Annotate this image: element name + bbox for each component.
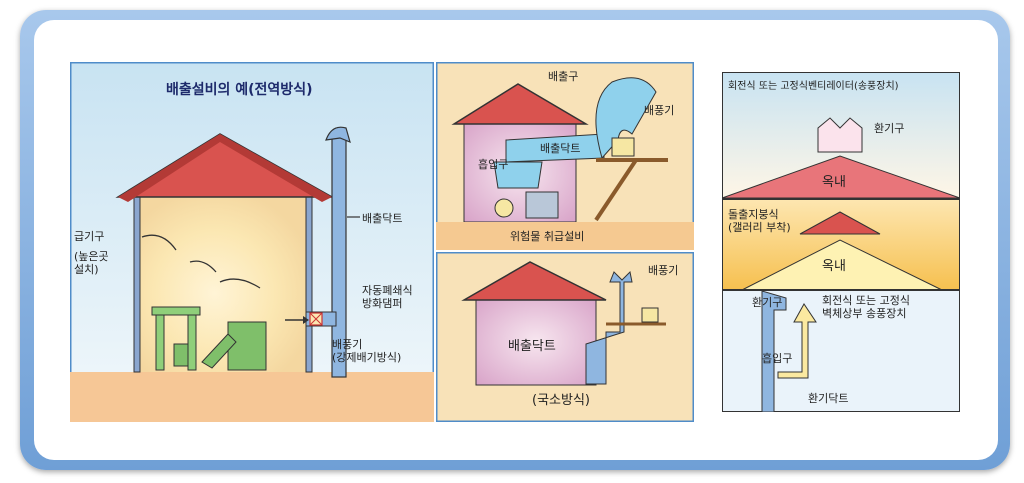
right-bottom-intake-label: 흡입구 xyxy=(762,352,793,365)
right-panels: 회전식 또는 고정식벤티레이터(송풍장치) 환기구 옥내 돌출지붕식 (갤러리 … xyxy=(721,71,961,413)
main-panel: 배출설비의 예(전역방식) 급기구 (높은곳 설치) 배출닥트 자동폐쇄식 방화… xyxy=(68,60,436,424)
right-illustration xyxy=(721,71,961,413)
right-top-indoor-label: 옥내 xyxy=(822,175,846,190)
facility-label: 위험물 취급설비 xyxy=(510,230,585,243)
right-bottom-duct-label: 환기닥트 xyxy=(808,392,849,405)
exhaust-duct-label: 배출닥트 xyxy=(362,212,403,225)
local-method-caption: (국소방식) xyxy=(532,393,590,408)
exhaust-fan-label: 배풍기 (강제배기방식) xyxy=(332,338,402,364)
main-illustration xyxy=(68,60,436,424)
upper-mid-illustration xyxy=(434,60,696,252)
right-top-vent-label: 환기구 xyxy=(874,122,905,135)
right-bottom-title: 회전식 또는 고정식 벽체상부 송풍장치 xyxy=(822,294,910,320)
lower-exhaust-fan-label: 배풍기 xyxy=(648,264,679,277)
intake-port-label: 흡입구 xyxy=(478,158,509,171)
main-panel-title: 배출설비의 예(전역방식) xyxy=(166,82,313,98)
fire-damper-label: 자동폐쇄식 방화댐퍼 xyxy=(362,284,413,310)
right-middle-indoor-label: 옥내 xyxy=(822,259,846,274)
upper-mid-panel: 배출구 배풍기 배출닥트 흡입구 위험물 취급설비 xyxy=(434,60,696,252)
upper-exhaust-port-label: 배출구 xyxy=(548,70,579,83)
supply-port-label: 급기구 xyxy=(74,230,105,243)
upper-exhaust-fan-label: 배풍기 xyxy=(644,104,675,117)
right-top-title: 회전식 또는 고정식벤티레이터(송풍장치) xyxy=(728,81,899,92)
lower-mid-illustration xyxy=(434,250,696,424)
right-bottom-vent-label: 환기구 xyxy=(752,296,783,309)
lower-mid-panel: 배풍기 배출닥트 (국소방식) xyxy=(434,250,696,424)
lower-exhaust-duct-label: 배출닥트 xyxy=(508,339,556,354)
right-middle-title: 돌출지붕식 (갤러리 부착) xyxy=(728,208,791,234)
supply-note-label: (높은곳 설치) xyxy=(74,250,109,276)
upper-exhaust-duct-label: 배출닥트 xyxy=(540,142,581,155)
